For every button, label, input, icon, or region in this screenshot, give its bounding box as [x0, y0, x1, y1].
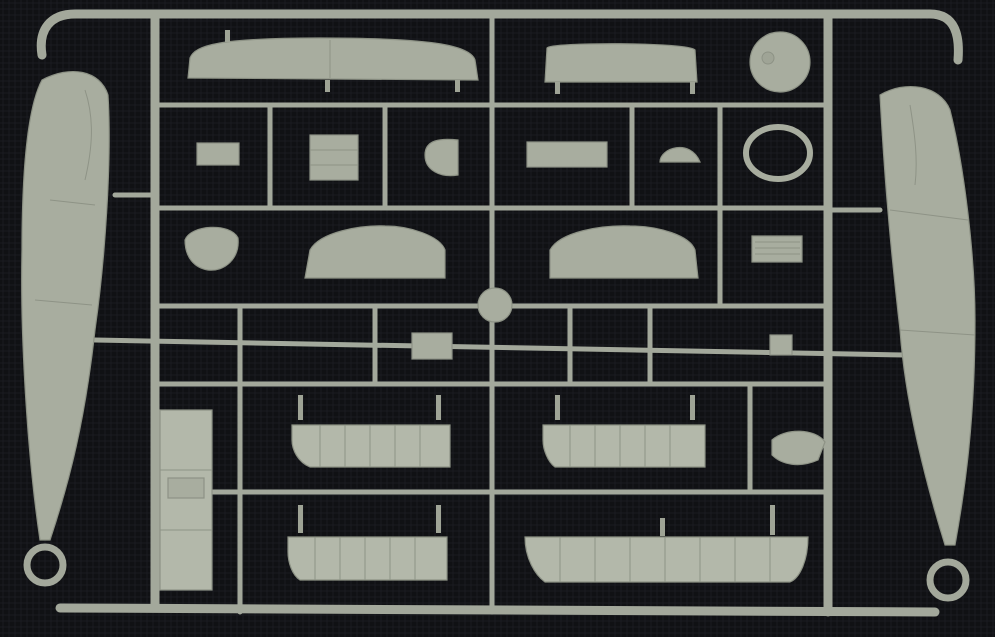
fuselage-left-half	[21, 71, 110, 587]
center-disc-part	[477, 287, 513, 323]
elevator-left	[304, 225, 446, 279]
sprue-frame	[36, 9, 963, 617]
bracket-part	[771, 430, 826, 466]
grid-block-part	[309, 134, 359, 181]
semicircle-part	[659, 146, 701, 163]
ring-part	[743, 124, 813, 182]
engine-detail-part	[184, 226, 239, 271]
aileron-left-upper	[291, 424, 451, 468]
tail-panel	[544, 43, 698, 83]
elevator-right	[549, 225, 699, 279]
horizontal-stabilizer-top	[187, 37, 479, 81]
small-box-part	[411, 332, 453, 360]
round-cover-part	[749, 31, 811, 93]
long-block-part	[526, 141, 608, 168]
fuselage-left-ring	[23, 543, 67, 587]
rudder-flap-lower	[524, 536, 809, 583]
small-block-part	[196, 142, 240, 166]
aileron-left-lower	[287, 536, 448, 581]
fuselage-right-ring	[926, 558, 970, 602]
grille-part	[751, 235, 803, 263]
aileron-right-upper	[542, 424, 706, 468]
fuselage-right-half	[879, 86, 976, 602]
small-square-part	[769, 334, 793, 356]
gate-stubs	[225, 30, 775, 536]
half-dome-part	[424, 138, 459, 177]
floor-panel-part	[159, 409, 213, 591]
